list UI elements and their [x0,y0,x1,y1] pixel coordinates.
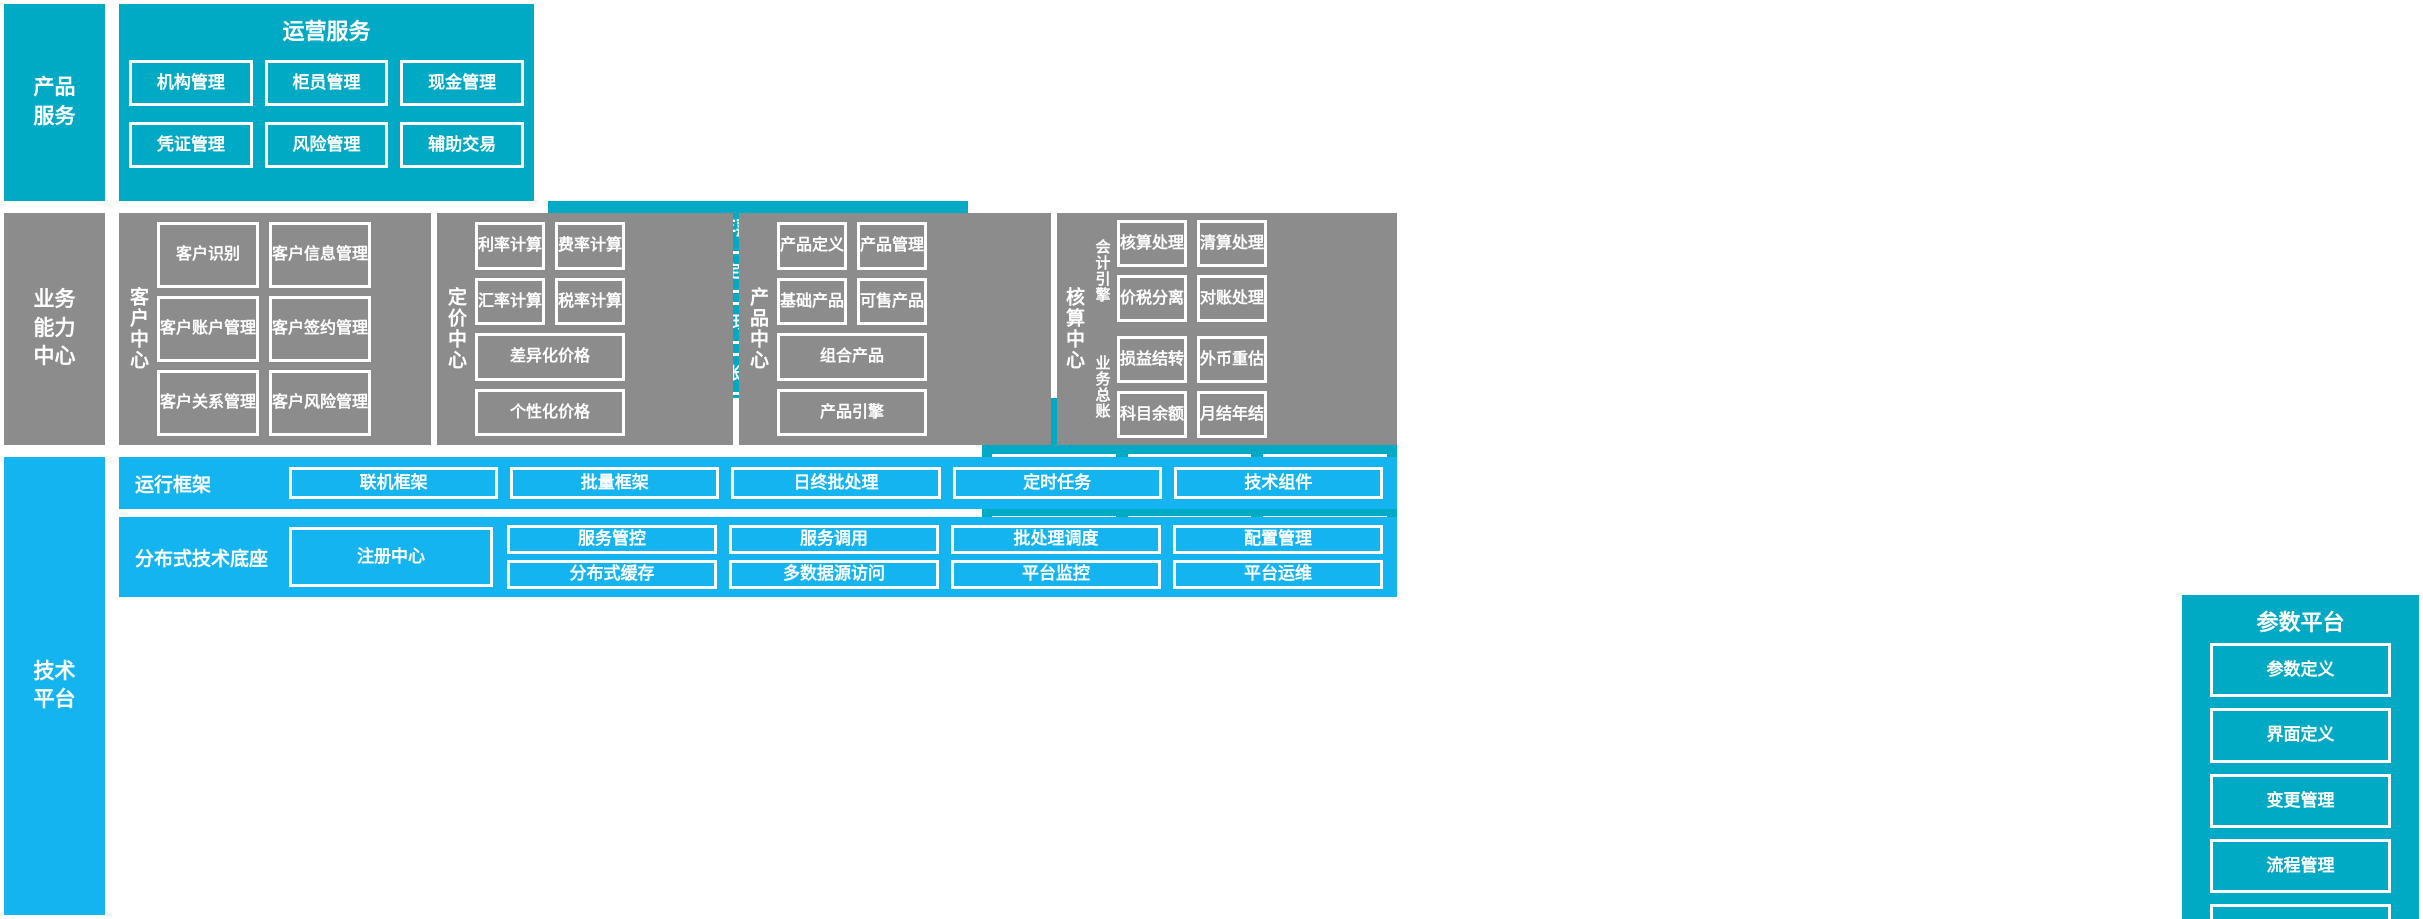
capability-box[interactable]: 客户签约管理 [268,296,371,362]
center-label-product: 产品中心 [746,287,768,371]
panel-distributed-base: 分布式技术底座 注册中心 服务管控 服务调用 批处理调度 配置管理 分布式缓存 … [119,517,1397,597]
panel-product-center: 产品中心 产品定义 产品管理 基础产品 可售产品 组合产品 产品引擎 [739,213,1051,445]
accounting-engine-grid: 核算处理 清算处理 价税分离 对账处理 [1116,220,1267,322]
capability-box[interactable]: 产品定义 [776,222,847,270]
capability-box[interactable]: 外币重估 [1196,336,1267,383]
panel-title-parameter-platform: 参数平台 [2256,610,2345,635]
tech-box[interactable]: 平台监控 [951,560,1161,589]
center-label-accounting: 核算中心 [1062,287,1084,371]
parameter-box[interactable]: 变更管理 [2210,773,2391,828]
tech-box[interactable]: 配置管理 [1173,525,1383,554]
service-box[interactable]: 辅助交易 [400,122,524,168]
capability-box-wide[interactable]: 产品引擎 [776,388,927,436]
capability-box[interactable]: 清算处理 [1196,220,1267,267]
capability-box[interactable]: 客户风险管理 [268,370,371,436]
panel-parameter-platform: 参数平台 参数定义 界面定义 变更管理 流程管理 参数发布 参数对比 [2182,595,2419,919]
capability-box[interactable]: 利率计算 [474,222,545,270]
parameter-platform-stack: 参数定义 界面定义 变更管理 流程管理 参数发布 参数对比 [2182,637,2419,919]
parameter-box[interactable]: 参数定义 [2210,643,2391,698]
capability-box[interactable]: 费率计算 [554,222,625,270]
service-box[interactable]: 柜员管理 [264,60,389,106]
capability-box[interactable]: 产品管理 [856,222,927,270]
tech-box[interactable]: 批量框架 [510,467,720,499]
runtime-framework-cells: 联机框架 批量框架 日终批处理 定时任务 技术组件 [289,467,1397,499]
capability-box[interactable]: 汇率计算 [474,277,545,325]
capability-box[interactable]: 客户信息管理 [268,222,371,288]
customer-center-grid: 客户识别 客户信息管理 客户账户管理 客户签约管理 客户关系管理 客户风险管理 [156,222,371,436]
service-box[interactable]: 机构管理 [129,60,253,106]
panel-runtime-framework: 运行框架 联机框架 批量框架 日终批处理 定时任务 技术组件 [119,457,1397,509]
capability-box[interactable]: 损益结转 [1116,336,1187,383]
subgroup-label-accounting-engine: 会计引擎 [1093,239,1111,303]
capability-box-wide[interactable]: 差异化价格 [474,333,625,381]
center-label-pricing: 定价中心 [444,287,466,371]
service-box[interactable]: 风险管理 [264,122,389,168]
product-center-grid: 产品定义 产品管理 基础产品 可售产品 组合产品 产品引擎 [776,222,927,436]
tech-box[interactable]: 批处理调度 [951,525,1161,554]
capability-box-wide[interactable]: 个性化价格 [474,388,625,436]
panel-pricing-center: 定价中心 利率计算 费率计算 汇率计算 税率计算 差异化价格 个性化价格 [437,213,733,445]
accounting-subgroup-ledger: 业务总账 损益结转 外币重估 科目余额 月结年结 [1089,329,1277,445]
parameter-box[interactable]: 参数发布 [2210,904,2391,919]
tech-box[interactable]: 平台运维 [1173,560,1383,589]
row-label-technical-platform: 技术平台 [4,457,105,915]
distributed-base-label: 分布式技术底座 [135,548,269,570]
tech-box[interactable]: 分布式缓存 [507,560,717,589]
subgroup-label-business-ledger: 业务总账 [1093,355,1111,419]
tech-box[interactable]: 多数据源访问 [729,560,939,589]
capability-box[interactable]: 客户账户管理 [156,296,259,362]
tech-box[interactable]: 服务调用 [729,525,939,554]
capability-box[interactable]: 税率计算 [554,277,625,325]
panel-operation-services: 运营服务 机构管理 柜员管理 现金管理 凭证管理 风险管理 辅助交易 [119,4,534,201]
capability-box[interactable]: 基础产品 [776,277,847,325]
capability-box[interactable]: 对账处理 [1196,275,1267,322]
tech-box-registry[interactable]: 注册中心 [289,527,493,587]
center-label-customer: 客户中心 [126,287,148,371]
service-box[interactable]: 现金管理 [400,60,524,106]
pricing-center-grid: 利率计算 费率计算 汇率计算 税率计算 差异化价格 个性化价格 [474,222,625,436]
tech-box[interactable]: 日终批处理 [731,467,941,499]
panel-accounting-center: 核算中心 会计引擎 核算处理 清算处理 价税分离 对账处理 业务总账 损益结转 … [1057,213,1397,445]
capability-box-wide[interactable]: 组合产品 [776,333,927,381]
tech-box[interactable]: 定时任务 [952,467,1162,499]
capability-box[interactable]: 客户关系管理 [156,370,259,436]
business-ledger-grid: 损益结转 外币重估 科目余额 月结年结 [1116,336,1267,438]
accounting-subgroups: 会计引擎 核算处理 清算处理 价税分离 对账处理 业务总账 损益结转 外币重估 … [1089,213,1277,445]
tech-box[interactable]: 技术组件 [1173,467,1383,499]
runtime-framework-label: 运行框架 [135,474,212,496]
capability-box[interactable]: 科目余额 [1116,391,1187,438]
parameter-box[interactable]: 界面定义 [2210,708,2391,763]
row-label-product-services: 产品服务 [4,4,105,201]
capability-box[interactable]: 可售产品 [856,277,927,325]
service-box[interactable]: 凭证管理 [129,122,253,168]
panel-customer-center: 客户中心 客户识别 客户信息管理 客户账户管理 客户签约管理 客户关系管理 客户… [119,213,431,445]
panel-title-operation-services: 运营服务 [282,19,371,44]
tech-box[interactable]: 联机框架 [289,467,499,499]
parameter-box[interactable]: 流程管理 [2210,838,2391,894]
tech-box[interactable]: 服务管控 [507,525,717,554]
distributed-base-cells: 服务管控 服务调用 批处理调度 配置管理 分布式缓存 多数据源访问 平台监控 平… [507,525,1397,589]
accounting-subgroup-engine: 会计引擎 核算处理 清算处理 价税分离 对账处理 [1089,213,1277,329]
capability-box[interactable]: 月结年结 [1196,391,1267,438]
capability-box[interactable]: 客户识别 [156,222,259,288]
operation-services-grid: 机构管理 柜员管理 现金管理 凭证管理 风险管理 辅助交易 [129,60,524,168]
row-label-business-capability: 业务能力中心 [4,213,105,445]
capability-box[interactable]: 核算处理 [1116,220,1187,267]
capability-box[interactable]: 价税分离 [1116,275,1187,322]
